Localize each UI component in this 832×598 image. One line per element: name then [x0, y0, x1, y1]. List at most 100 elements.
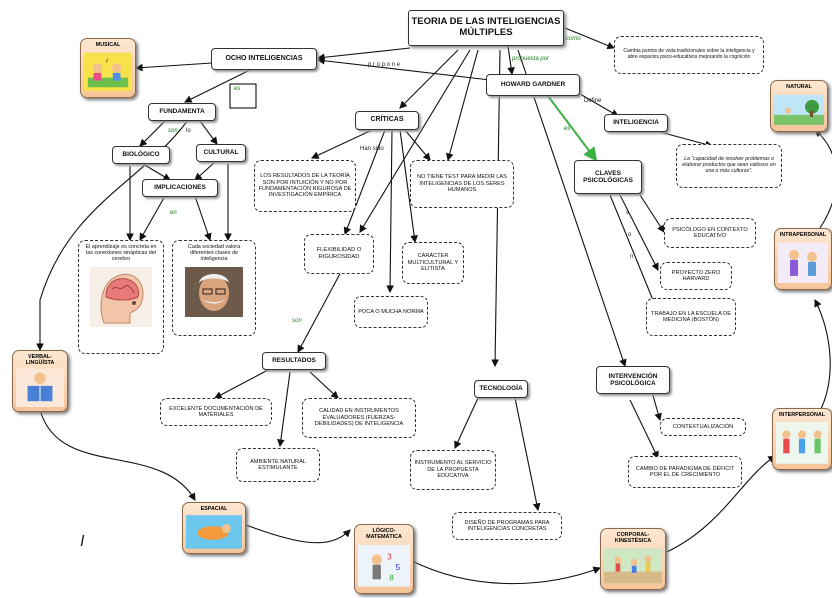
node-implicaciones: IMPLICACIONES — [142, 179, 218, 197]
card-intrapersonal: INTRAPERSONAL — [774, 228, 832, 290]
node-psicologo: PSICÓLOGO EN CONTEXTO EDUCATIVO — [664, 218, 756, 248]
node-poca-norma-text: POCA O MUCHA NORMA — [358, 308, 424, 315]
label-es-claves: es — [564, 126, 571, 132]
card-natural: NATURAL — [770, 80, 828, 132]
node-cambio-paradigma-text: CAMBIO DE PARADIGMA DE DÉFICIT POR EL DE… — [635, 465, 735, 478]
card-verbal-label: VERBAL-LINGÜÍSTA — [25, 354, 55, 367]
link-title-tecnologia — [491, 49, 501, 368]
link-res-cal — [309, 371, 339, 399]
node-sociedad: Cada sociedad valora diferentes clases d… — [172, 240, 256, 336]
label-han-sido: Han sido — [360, 146, 384, 152]
node-cambio: Cambia puntos de vista tradicionales sob… — [614, 36, 764, 74]
link-cult-impl — [194, 161, 216, 181]
card-natural-label: NATURAL — [786, 84, 812, 90]
node-resultados-teoria: LOS RESULTADOS DE LA TEORÍA SON POR INTU… — [254, 160, 356, 212]
node-contextualizacion: CONTEXTUALIZACIÓN — [660, 418, 746, 436]
label-sus-1: s — [626, 210, 629, 216]
label-son2: son — [292, 318, 302, 324]
node-inteligencia-label: INTELIGENCIA — [613, 119, 659, 127]
card-espacial: ESPACIAL — [182, 502, 246, 554]
node-no-tiene-test-text: NO TIENE TEST PARA MEDIR LAS INTELIGENCI… — [417, 174, 507, 194]
node-biologico-label: BIOLÓGICO — [122, 151, 160, 159]
node-biologico: BIOLÓGICO — [112, 146, 170, 164]
node-cambio-paradigma: CAMBIO DE PARADIGMA DE DÉFICIT POR EL DE… — [628, 456, 742, 488]
node-no-tiene-test: NO TIENE TEST PARA MEDIR LAS INTELIGENCI… — [410, 160, 514, 208]
node-intervencion-label: INTERVENCIÓN PSICOLÓGICA — [608, 372, 658, 387]
link-howard-claves — [547, 95, 598, 162]
link-crit-notest — [404, 129, 431, 161]
node-criticas-label: CRÍTICAS — [370, 116, 404, 124]
node-aprendizaje-text: El aprendizaje es concreta en las conexi… — [85, 244, 157, 263]
node-sociedad-text: Cada sociedad valora diferentes clases d… — [187, 244, 241, 263]
musical-image: ♪ — [84, 50, 132, 94]
node-resultados: RESULTADOS — [262, 352, 326, 370]
node-calidad: CALIDAD EN INSTRUMENTOS EVALUADORES (FUE… — [302, 398, 416, 438]
node-fundamenta-label: FUNDAMENTA — [159, 108, 205, 116]
svg-text:3: 3 — [387, 552, 392, 562]
node-ocho-label: OCHO INTELIGENCIAS — [225, 54, 303, 62]
node-claves: CLAVES PSICOLÓGICAS — [574, 160, 642, 194]
label-propone: p r o p o n e — [368, 62, 401, 68]
node-diseno-text: DISEÑO DE PROGRAMAS PARA INTELIGENCIAS C… — [464, 519, 550, 532]
card-musical: MUSICAL ♪ — [80, 38, 136, 98]
label-en: en — [170, 210, 177, 216]
node-cultural-label: CULTURAL — [203, 149, 239, 157]
label-es: es — [234, 86, 241, 92]
link-howard-inteligencia — [579, 93, 619, 117]
link-fund-cult — [199, 120, 218, 145]
link-crit-norma — [386, 129, 394, 294]
label-sus-3: n — [630, 254, 634, 260]
node-cultural: CULTURAL — [196, 144, 246, 162]
link-crit-flex — [343, 129, 386, 236]
node-ambiente-text: AMBIENTE NATURAL ESTIMULANTE — [250, 458, 306, 471]
link-claves-trab — [609, 194, 657, 307]
node-trabajo-text: TRABAJO EN LA ESCUELA DE MEDICINA (BOSTÓ… — [651, 310, 731, 323]
reading-image — [16, 368, 64, 408]
node-excelente-text: EXCELENTE DOCUMENTACIÓN DE MATERIALES — [169, 405, 263, 418]
map-title-text: TEORIA DE LAS INTELIGENCIAS MÚLTIPLES — [411, 16, 561, 38]
label-lo: lo — [186, 128, 191, 134]
kinesthetic-image — [604, 546, 662, 586]
link-res-amb — [277, 371, 291, 448]
link-title-intervencion — [517, 49, 627, 368]
node-tecnologia: TECNOLOGÍA — [474, 380, 528, 398]
map-title: TEORIA DE LAS INTELIGENCIAS MÚLTIPLES — [408, 10, 564, 46]
link-ocho-musical — [134, 62, 213, 72]
node-intervencion: INTERVENCIÓN PSICOLÓGICA — [596, 366, 670, 394]
node-resultados-teoria-text: LOS RESULTADOS DE LA TEORÍA SON POR INTU… — [258, 173, 352, 199]
interpersonal-image — [776, 420, 828, 466]
link-tec-dis — [514, 397, 541, 512]
link-crit-result — [311, 129, 373, 159]
label-stray: I — [80, 533, 85, 550]
link-flex-res — [297, 269, 343, 353]
brain-image — [90, 266, 152, 327]
link-chain-intrapersonal — [814, 299, 831, 421]
label-sus-2: o — [628, 232, 632, 238]
node-instrumento-text: INSTRUMENTO AL SERVICIO DE LA PROPUESTA … — [414, 460, 492, 480]
card-espacial-label: ESPACIAL — [200, 506, 228, 512]
node-flexibilidad: FLEXIBILIDAD O RIGUROSIDAD — [304, 234, 374, 274]
card-logico-label: LÓGICO-MATEMÁTICA — [366, 528, 402, 541]
node-fundamenta: FUNDAMENTA — [148, 103, 216, 121]
card-interpersonal-label: INTERPERSONAL — [778, 412, 826, 418]
link-impl-aprend — [139, 195, 166, 241]
node-criticas: CRÍTICAS — [355, 111, 419, 130]
link-title-ocho — [316, 47, 411, 62]
link-claves-proy — [619, 194, 659, 271]
card-verbal: VERBAL-LINGÜÍSTA — [12, 350, 68, 412]
node-inteligencia: INTELIGENCIA — [604, 114, 668, 132]
node-diseno: DISEÑO DE PROGRAMAS PARA INTELIGENCIAS C… — [452, 512, 562, 540]
node-proyecto-text: PROYECTO ZERO HARVARD — [671, 269, 721, 282]
link-int-cont — [651, 391, 662, 422]
svg-text:8: 8 — [389, 573, 394, 583]
link-chain-natural — [814, 129, 832, 229]
card-musical-label: MUSICAL — [95, 42, 121, 48]
node-resultados-label: RESULTADOS — [272, 357, 316, 365]
card-corporal-label: CORPORAL-KINESTÉSICA — [614, 532, 652, 545]
node-excelente: EXCELENTE DOCUMENTACIÓN DE MATERIALES — [160, 398, 272, 426]
link-res-exc — [214, 369, 269, 399]
link-impl-soc — [194, 195, 212, 242]
node-calidad-text: CALIDAD EN INSTRUMENTOS EVALUADORES (FUE… — [314, 408, 404, 428]
card-corporal: CORPORAL-KINESTÉSICA — [600, 528, 666, 590]
